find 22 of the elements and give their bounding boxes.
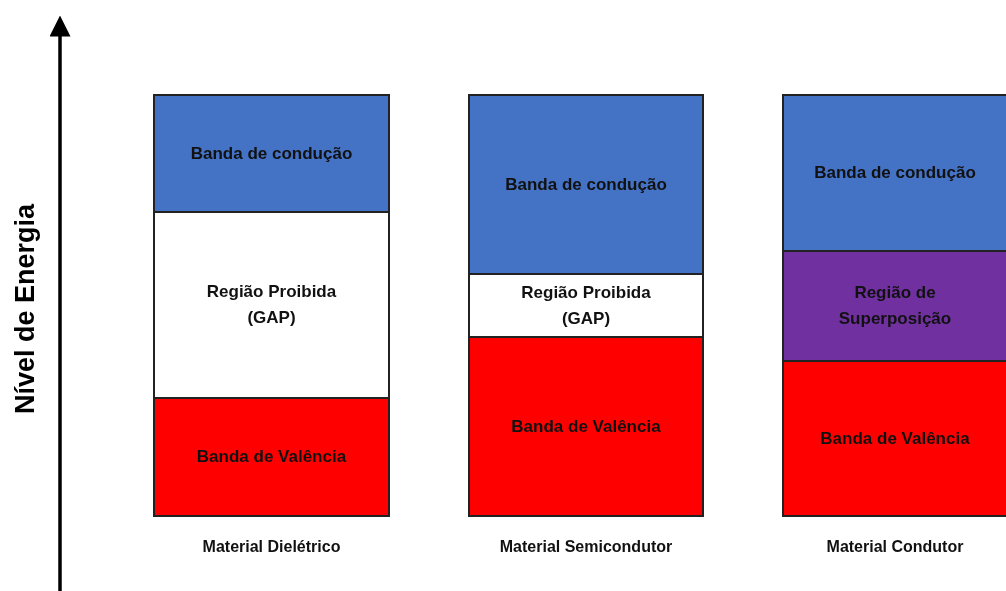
energy-band (153, 94, 390, 213)
column-caption: Material Semicondutor (498, 538, 674, 556)
band-label: Banda de condução (814, 162, 976, 184)
column-caption: Material Dielétrico (201, 538, 342, 556)
column-caption: Material Condutor (825, 538, 965, 556)
band-label: Região de Superposição (837, 282, 953, 330)
energy-band (468, 94, 704, 275)
band-label: Região Proibida (GAP) (520, 281, 652, 330)
axis-label: Nível de Energia (10, 202, 41, 417)
energy-band (782, 360, 1006, 517)
energy-band (468, 336, 704, 517)
band-label: Região Proibida (GAP) (205, 281, 338, 329)
energy-band (782, 94, 1006, 252)
band-label: Banda de Valência (196, 446, 347, 468)
band-label: Banda de Valência (511, 415, 661, 438)
energy-band (153, 211, 390, 399)
band-label: Banda de Valência (820, 427, 970, 450)
band-label: Banda de condução (190, 142, 353, 165)
energy-band (468, 273, 704, 338)
energy-band (153, 397, 390, 517)
band-label: Banda de condução (505, 173, 667, 196)
energy-band (782, 250, 1006, 362)
